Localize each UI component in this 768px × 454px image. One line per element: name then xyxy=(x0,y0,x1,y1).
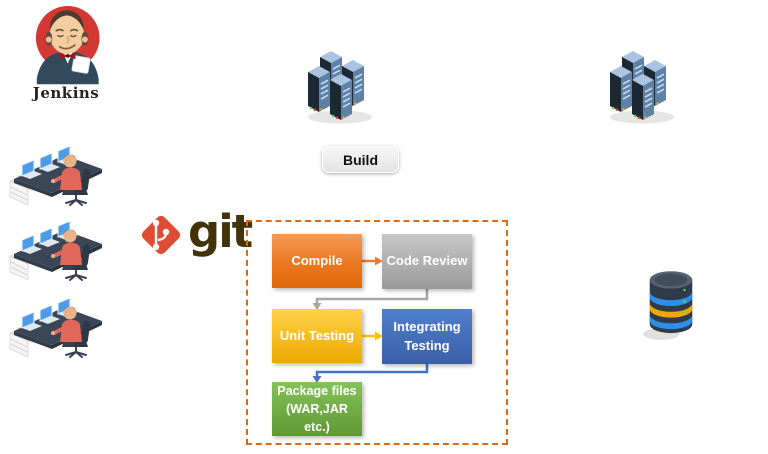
server-cluster-icon xyxy=(307,50,372,124)
step-unit-testing: Unit Testing xyxy=(272,309,362,363)
jenkins-butler-icon xyxy=(35,6,100,85)
connector-compile-to-code-review xyxy=(362,256,383,266)
git-diamond-icon xyxy=(141,215,181,255)
jenkins-label: Jenkins xyxy=(32,84,100,102)
developer-workstation-icon xyxy=(8,296,104,359)
step-compile: Compile xyxy=(272,234,362,288)
git-wordmark: git xyxy=(188,205,253,258)
developer-workstation-icon xyxy=(8,145,102,206)
build-button[interactable]: Build xyxy=(322,146,399,173)
database-icon xyxy=(642,271,693,340)
connector-code-review-to-unit-testing xyxy=(312,289,429,310)
server-cluster-icon xyxy=(608,48,680,126)
pipeline-connectors xyxy=(312,256,429,383)
step-integrating-testing: Integrating Testing xyxy=(382,309,472,364)
pipeline-box: Compile Code Review Unit Testing Integra… xyxy=(246,220,508,445)
jenkins-logo: Jenkins xyxy=(18,0,114,102)
step-code-review: Code Review xyxy=(382,234,472,289)
connector-unit-testing-to-integrating-testing xyxy=(362,331,383,341)
step-package-files: Package files (WAR,JAR etc.) xyxy=(272,382,362,436)
developer-workstation-icon xyxy=(8,219,104,282)
connector-integrating-testing-to-package-files xyxy=(312,364,429,383)
